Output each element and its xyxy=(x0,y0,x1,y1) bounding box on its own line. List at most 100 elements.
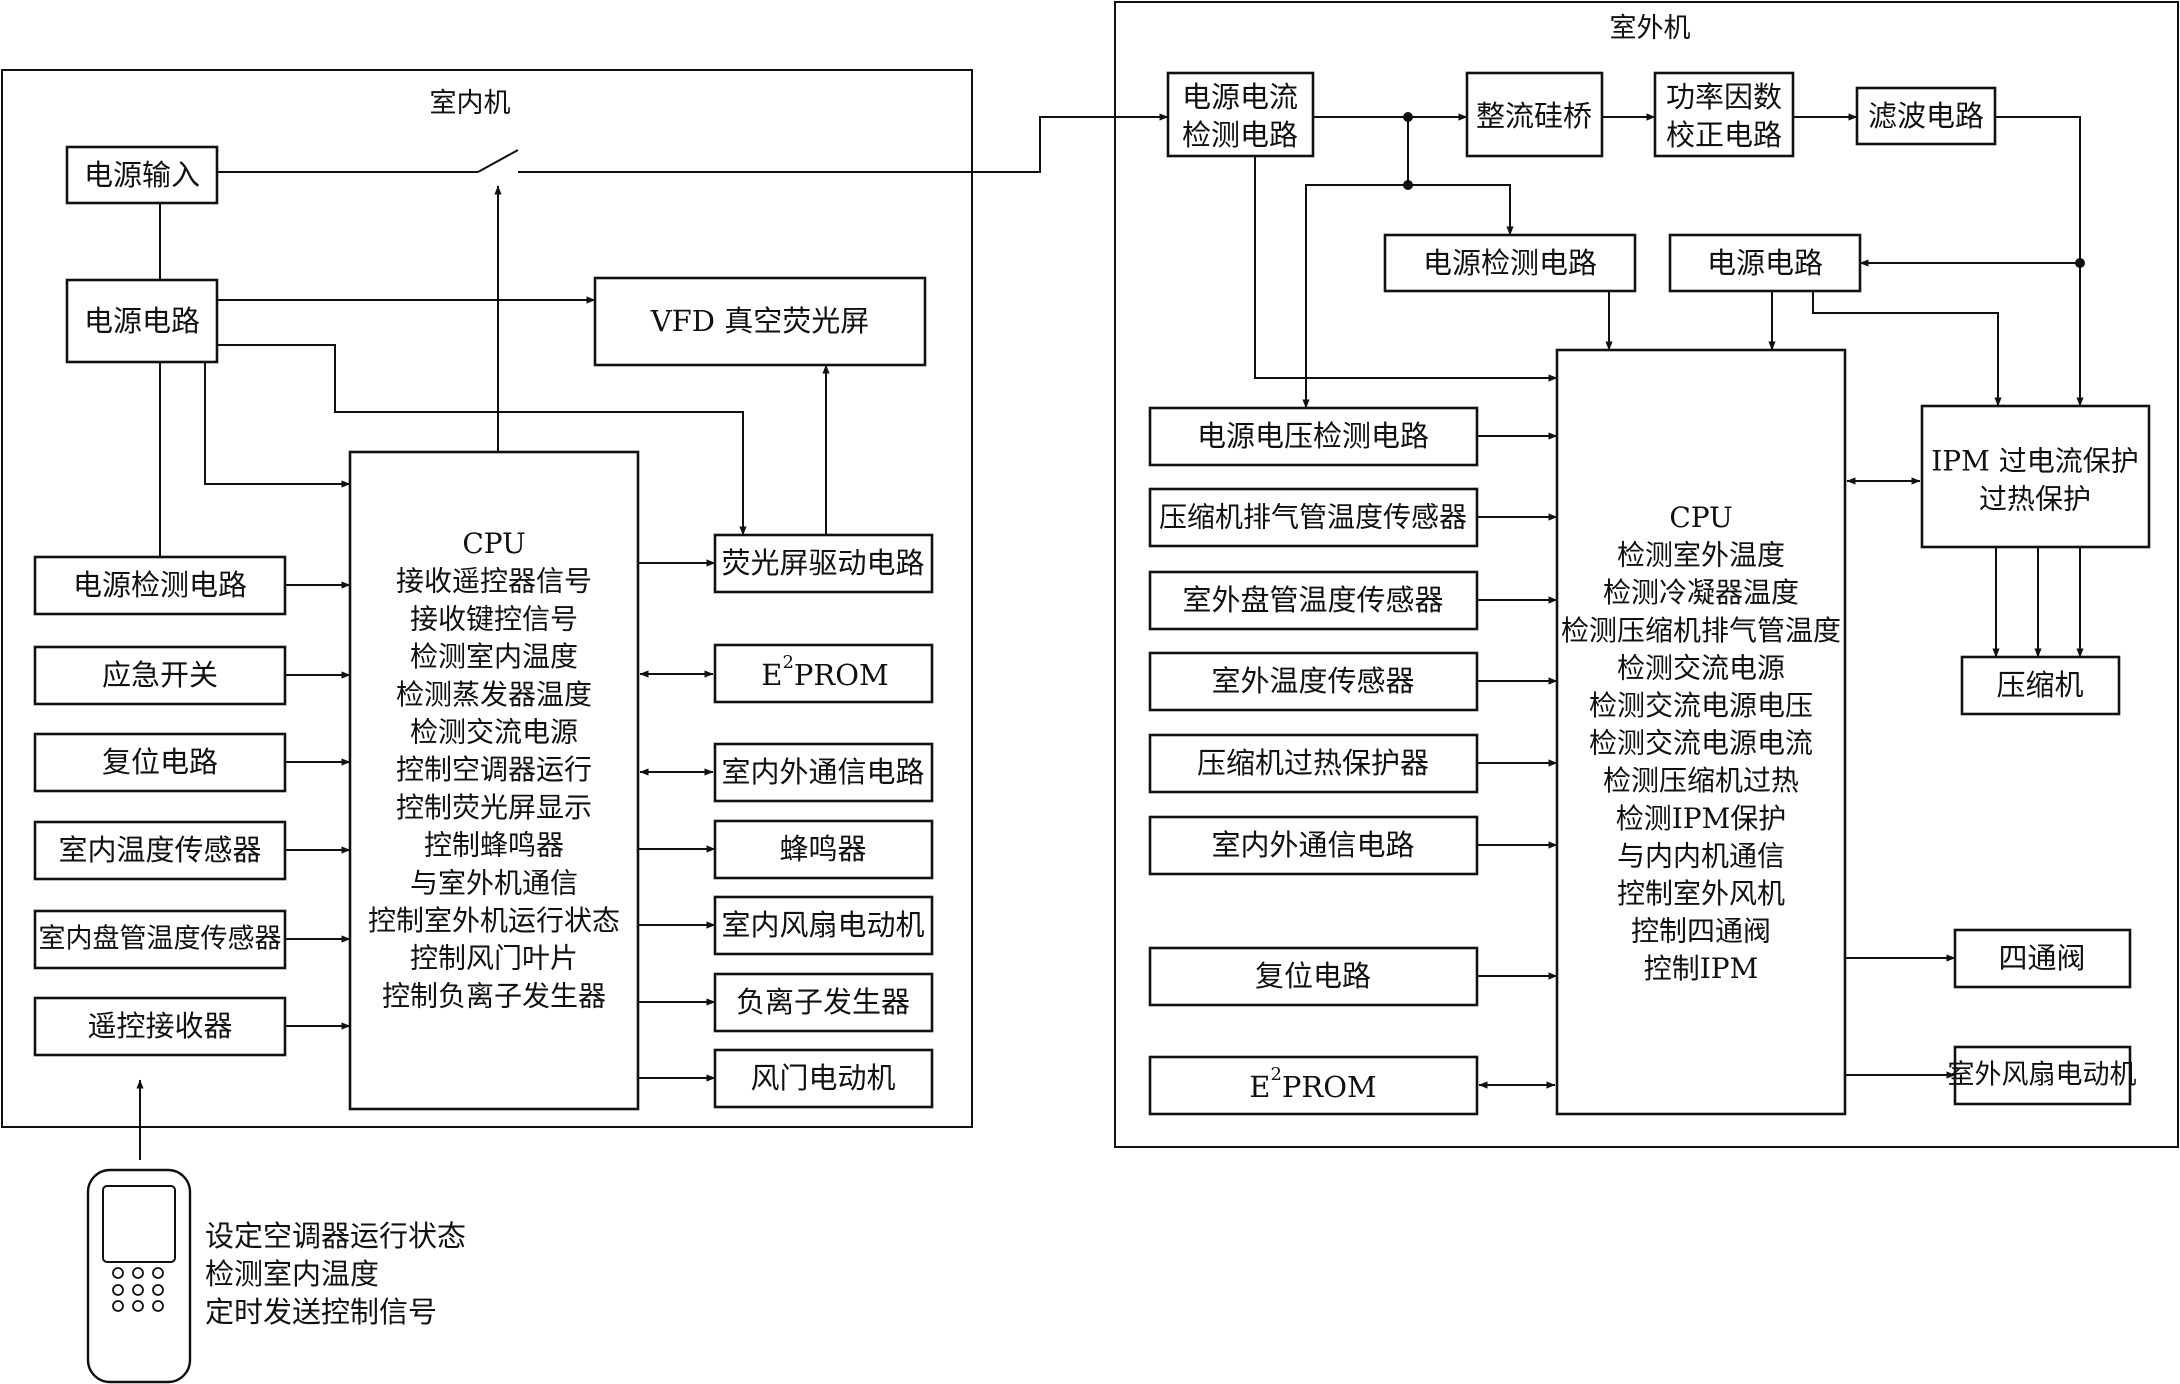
ipm-box: IPM 过电流保护 过热保护 xyxy=(1920,404,2151,549)
indoor-coil-sensor-box: 室内盘管温度传感器 xyxy=(33,909,287,970)
indoor-cpu-line-13: 控制负离子发生器 xyxy=(382,979,606,1012)
pfc-box: 功率因数 校正电路 xyxy=(1653,71,1795,158)
four-way-valve-label: 四通阀 xyxy=(1998,941,2085,975)
to-voltage-detect-line xyxy=(1302,184,1408,409)
indoor-cpu-line-12: 控制风门叶片 xyxy=(410,942,578,975)
indoor-wiring xyxy=(136,113,1169,1160)
damper-motor-box: 风门电动机 xyxy=(713,1048,934,1109)
indoor-cpu-line-8: 控制荧光屏显示 xyxy=(396,791,592,824)
indoor-cpu-line-4: 检测室内温度 xyxy=(410,640,578,673)
to-power-detect-line xyxy=(1408,184,1514,236)
indoor-cpu-line-6: 检测交流电源 xyxy=(410,716,578,749)
vfd-display-label: VFD 真空荧光屏 xyxy=(650,304,870,338)
filter-label: 滤波电路 xyxy=(1868,99,1984,133)
outdoor-reset-box: 复位电路 xyxy=(1148,946,1479,1007)
power-to-vfd-driver-line xyxy=(217,344,747,536)
rectifier-box: 整流硅桥 xyxy=(1465,71,1604,158)
indoor-cpu-line-3: 接收键控信号 xyxy=(410,602,578,635)
indoor-power-circuit-label: 电源电路 xyxy=(84,304,200,338)
overheat-protector-box: 压缩机过热保护器 xyxy=(1148,733,1479,794)
outdoor-power-detect-box: 电源检测电路 xyxy=(1383,233,1637,293)
indoor-reset-box: 复位电路 xyxy=(33,732,287,793)
indoor-unit-title: 室内机 xyxy=(430,88,511,119)
current-detect-to-cpu xyxy=(1254,156,1558,382)
emergency-switch-box: 应急开关 xyxy=(33,645,287,706)
voltage-detect-label: 电源电压检测电路 xyxy=(1197,419,1429,453)
outdoor-temp-sensor-box: 室外温度传感器 xyxy=(1148,651,1479,712)
pfc-label-2: 校正电路 xyxy=(1666,118,1782,152)
outdoor-unit-title: 室外机 xyxy=(1610,13,1691,44)
filter-box: 滤波电路 xyxy=(1855,86,1997,146)
outdoor-coil-sensor-label: 室外盘管温度传感器 xyxy=(1182,583,1443,617)
remote-control-icon xyxy=(86,1168,192,1384)
remote-description-line-3: 定时发送控制信号 xyxy=(205,1295,437,1329)
outdoor-power-detect-label: 电源检测电路 xyxy=(1423,246,1597,280)
indoor-comm-box: 室内外通信电路 xyxy=(713,742,934,803)
compressor-label: 压缩机 xyxy=(1996,668,2083,702)
indoor-cpu-text: CPU接收遥控器信号接收键控信号检测室内温度检测蒸发器温度检测交流电源控制空调器… xyxy=(368,527,620,1012)
pfc-label-1: 功率因数 xyxy=(1666,80,1782,114)
current-detect-label-2: 检测电路 xyxy=(1182,118,1298,152)
current-detect-box: 电源电流 检测电路 xyxy=(1166,71,1315,158)
buzzer-box: 蜂鸣器 xyxy=(713,819,934,880)
indoor-power-circuit-box: 电源电路 xyxy=(65,278,219,364)
outdoor-comm-box: 室内外通信电路 xyxy=(1148,815,1479,876)
indoor-cpu-line-10: 与室外机通信 xyxy=(410,866,578,899)
outdoor-temp-sensor-label: 室外温度传感器 xyxy=(1211,664,1414,698)
outdoor-coil-sensor-box: 室外盘管温度传感器 xyxy=(1148,570,1479,631)
outdoor-cpu-line-1: CPU xyxy=(1669,501,1732,534)
indoor-reset-label: 复位电路 xyxy=(102,745,218,779)
indoor-eeprom-box: E2PROM xyxy=(713,643,934,704)
filter-to-ipm xyxy=(1995,116,2084,407)
indoor-cpu-line-5: 检测蒸发器温度 xyxy=(396,678,592,711)
power-to-cpu-line xyxy=(204,362,351,488)
compressor-box: 压缩机 xyxy=(1960,655,2121,716)
ipm-label-1: IPM 过电流保护 xyxy=(1931,445,2138,478)
outdoor-cpu-line-2: 检测室外温度 xyxy=(1617,539,1785,572)
indoor-eeprom-label: E2PROM xyxy=(761,652,888,693)
outdoor-cpu-text: CPU检测室外温度检测冷凝器温度检测压缩机排气管温度检测交流电源检测交流电源电压… xyxy=(1561,501,1841,985)
vfd-driver-box: 荧光屏驱动电路 xyxy=(713,533,934,594)
outdoor-cpu-line-6: 检测交流电源电压 xyxy=(1589,689,1813,722)
outdoor-cpu-line-5: 检测交流电源 xyxy=(1617,651,1785,684)
remote-receiver-box: 遥控接收器 xyxy=(33,996,287,1057)
room-temp-sensor-box: 室内温度传感器 xyxy=(33,820,287,881)
outdoor-cpu-line-12: 控制四通阀 xyxy=(1631,915,1771,948)
remote-description-line-1: 设定空调器运行状态 xyxy=(205,1219,466,1253)
indoor-fan-motor-label: 室内风扇电动机 xyxy=(721,908,924,942)
anion-generator-label: 负离子发生器 xyxy=(736,985,910,1019)
emergency-switch-label: 应急开关 xyxy=(102,658,218,692)
indoor-cpu-line-2: 接收遥控器信号 xyxy=(396,565,592,598)
mains-to-outdoor-line xyxy=(518,113,1169,173)
outdoor-cpu-line-7: 检测交流电源电流 xyxy=(1589,727,1813,760)
outdoor-wiring xyxy=(1254,112,2085,1089)
outdoor-comm-label: 室内外通信电路 xyxy=(1211,828,1414,862)
outdoor-cpu-box xyxy=(1555,348,1847,1116)
room-temp-sensor-label: 室内温度传感器 xyxy=(58,833,261,867)
current-detect-label-1: 电源电流 xyxy=(1182,80,1298,114)
outdoor-cpu-line-11: 控制室外风机 xyxy=(1617,877,1785,910)
voltage-detect-box: 电源电压检测电路 xyxy=(1148,406,1479,467)
relay-switch-blade xyxy=(477,149,519,173)
four-way-valve-box: 四通阀 xyxy=(1953,928,2132,989)
rectifier-label: 整流硅桥 xyxy=(1476,99,1592,133)
outdoor-unit-frame xyxy=(1114,1,2179,1148)
ipm-label-2: 过热保护 xyxy=(1979,483,2091,516)
power-circuit-to-ipm xyxy=(1812,291,2002,407)
outdoor-fan-motor-label: 室外风扇电动机 xyxy=(1948,1060,2137,1091)
overheat-protector-label: 压缩机过热保护器 xyxy=(1197,746,1429,780)
indoor-cpu-line-9: 控制蜂鸣器 xyxy=(424,829,564,862)
indoor-cpu-line-11: 控制室外机运行状态 xyxy=(368,904,620,937)
anion-generator-box: 负离子发生器 xyxy=(713,972,934,1033)
outdoor-power-circuit-label: 电源电路 xyxy=(1707,246,1823,280)
indoor-power-input-label: 电源输入 xyxy=(84,158,200,192)
indoor-power-input-box: 电源输入 xyxy=(65,145,219,205)
vfd-display-box: VFD 真空荧光屏 xyxy=(593,276,927,367)
indoor-cpu-box xyxy=(348,450,640,1111)
damper-motor-label: 风门电动机 xyxy=(750,1061,895,1095)
outdoor-cpu-line-10: 与内内机通信 xyxy=(1617,839,1785,872)
buzzer-label: 蜂鸣器 xyxy=(779,832,866,866)
indoor-power-detect-label: 电源检测电路 xyxy=(73,568,247,602)
